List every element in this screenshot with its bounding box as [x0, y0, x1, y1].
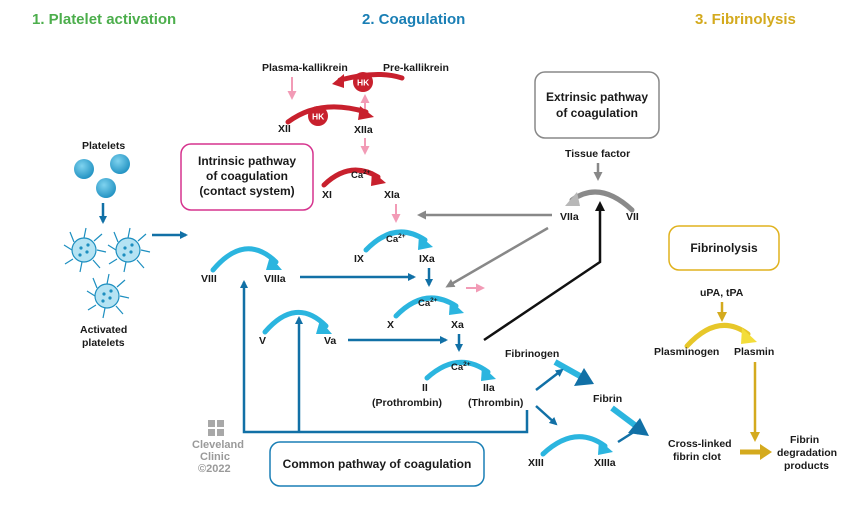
- viiia-label: VIIIa: [264, 273, 286, 285]
- extrinsic-box-line-2: of coagulation: [556, 106, 638, 120]
- ii-arrowhead: [481, 366, 496, 381]
- tissue-factor-label: Tissue factor: [565, 148, 630, 160]
- activated-platelets-icon: [63, 227, 151, 319]
- xia-label: XIa: [384, 189, 400, 201]
- crosslinked-label-2: fibrin clot: [673, 451, 721, 463]
- header-coagulation: 2. Coagulation: [362, 11, 465, 28]
- header-fibrinolysis: 3. Fibrinolysis: [695, 11, 796, 28]
- fibrinogen-label: Fibrinogen: [505, 348, 559, 360]
- common-pathway-label: Common pathway of coagulation: [283, 457, 472, 471]
- ca-label-ii: Ca2+: [451, 361, 471, 373]
- viii-arrowhead: [266, 256, 282, 270]
- cleveland-clinic-cross-icon: [208, 420, 224, 436]
- viia-to-x-arrow: [445, 226, 549, 288]
- ix-arrowhead: [418, 235, 433, 250]
- products-label-2: degradation: [777, 447, 837, 459]
- hk-badge-bottom-label: HK: [312, 112, 325, 122]
- header-platelet-activation: 1. Platelet activation: [32, 11, 176, 28]
- fibrinolysis-box: [668, 225, 780, 271]
- hk-badge-top: [353, 72, 373, 92]
- prothrombin-label: (Prothrombin): [372, 397, 442, 409]
- xiii-label: XIII: [528, 457, 544, 469]
- viia-label: VIIa: [560, 211, 579, 223]
- xii-activation-arrow: [285, 104, 369, 125]
- plasmin-label: Plasmin: [734, 346, 774, 358]
- ca-label-xi: Ca2+: [351, 169, 371, 181]
- intrinsic-box-line-1: Intrinsic pathway: [198, 154, 296, 168]
- thrombin-to-viii-feedback-arrow: [240, 280, 529, 434]
- platelets-label: Platelets: [82, 140, 125, 152]
- vii-label: VII: [626, 211, 639, 223]
- crosslinked-label-1: Cross-linked: [668, 438, 732, 450]
- intrinsic-pathway-box: [180, 143, 314, 211]
- thrombin-label: (Thrombin): [468, 397, 523, 409]
- logo-text-3: ©2022: [198, 463, 231, 475]
- fibrinogen-to-fibrin-arrow: [553, 359, 582, 379]
- xa-label: Xa: [451, 319, 464, 331]
- xi-label: XI: [322, 189, 332, 201]
- plasminogen-label: Plasminogen: [654, 346, 719, 358]
- platelets-icon: [74, 154, 130, 198]
- activated-platelets-label-1: Activated: [80, 324, 127, 336]
- xiii-arrowhead: [598, 440, 613, 455]
- intrinsic-box-line-2: of coagulation: [206, 169, 288, 183]
- ixa-label: IXa: [419, 253, 435, 265]
- vii-arrowhead: [565, 192, 580, 206]
- v-activation-arrow: [262, 309, 329, 335]
- xiia-label: XIIa: [354, 124, 373, 136]
- va-label: Va: [324, 335, 336, 347]
- x-arrowhead: [449, 300, 464, 315]
- fibrin-label: Fibrin: [593, 393, 622, 405]
- extrinsic-pathway-box: [534, 71, 660, 139]
- pre-kallikrein-label: Pre-kallikrein: [383, 62, 449, 74]
- vii-activation-arrow: [569, 189, 635, 213]
- thrombin-to-fibrinogen-arrow: [535, 368, 564, 391]
- ca-label-x: Ca2+: [418, 297, 438, 309]
- fibrinogen-arrowhead: [574, 368, 594, 386]
- intrinsic-box-line-3: (contact system): [199, 184, 294, 198]
- xiii-activation-arrow: [540, 434, 608, 457]
- fibrinolysis-box-label: Fibrinolysis: [690, 241, 758, 255]
- logo-text-2: Clinic: [200, 451, 230, 463]
- ix-label: IX: [354, 253, 364, 265]
- iia-label: IIa: [483, 382, 495, 394]
- xii-label: XII: [278, 123, 291, 135]
- xii-arrowhead: [358, 106, 374, 120]
- xi-arrowhead: [371, 171, 386, 186]
- fibrin-to-clot-arrow: [610, 405, 638, 429]
- logo-text-1: Cleveland: [192, 439, 244, 451]
- v-label: V: [259, 335, 266, 347]
- viii-activation-arrow: [210, 246, 279, 273]
- xiiia-to-clot-arrow: [617, 426, 642, 444]
- xiiia-label: XIIIa: [594, 457, 616, 469]
- products-arrowhead: [760, 444, 772, 460]
- thrombin-to-xiii-arrow: [535, 405, 558, 426]
- products-label-3: products: [784, 460, 829, 472]
- hk-badge-top-label: HK: [357, 78, 370, 88]
- ca-label-ix: Ca2+: [386, 233, 406, 245]
- plasminogen-arrowhead: [741, 328, 757, 344]
- viii-label: VIII: [201, 273, 217, 285]
- x-label: X: [387, 319, 394, 331]
- upa-tpa-label: uPA, tPA: [700, 287, 744, 299]
- kallikrein-conversion-arrow: [337, 72, 405, 83]
- extrinsic-box-line-1: Extrinsic pathway: [546, 90, 648, 104]
- thrombin-to-vii-feedback-arrow: [483, 201, 605, 342]
- ii-label: II: [422, 382, 428, 394]
- v-arrowhead: [316, 320, 332, 334]
- kallikrein-arrowhead: [332, 74, 344, 88]
- plasminogen-activation-arrow: [684, 323, 751, 349]
- cleveland-clinic-logo: Cleveland Clinic ©2022: [192, 420, 244, 475]
- products-label-1: Fibrin: [790, 434, 819, 446]
- plasma-kallikrein-label: Plasma-kallikrein: [262, 62, 348, 74]
- common-pathway-box: [269, 441, 485, 487]
- activated-platelets-label-2: platelets: [82, 337, 125, 349]
- hk-badge-bottom: [308, 106, 328, 126]
